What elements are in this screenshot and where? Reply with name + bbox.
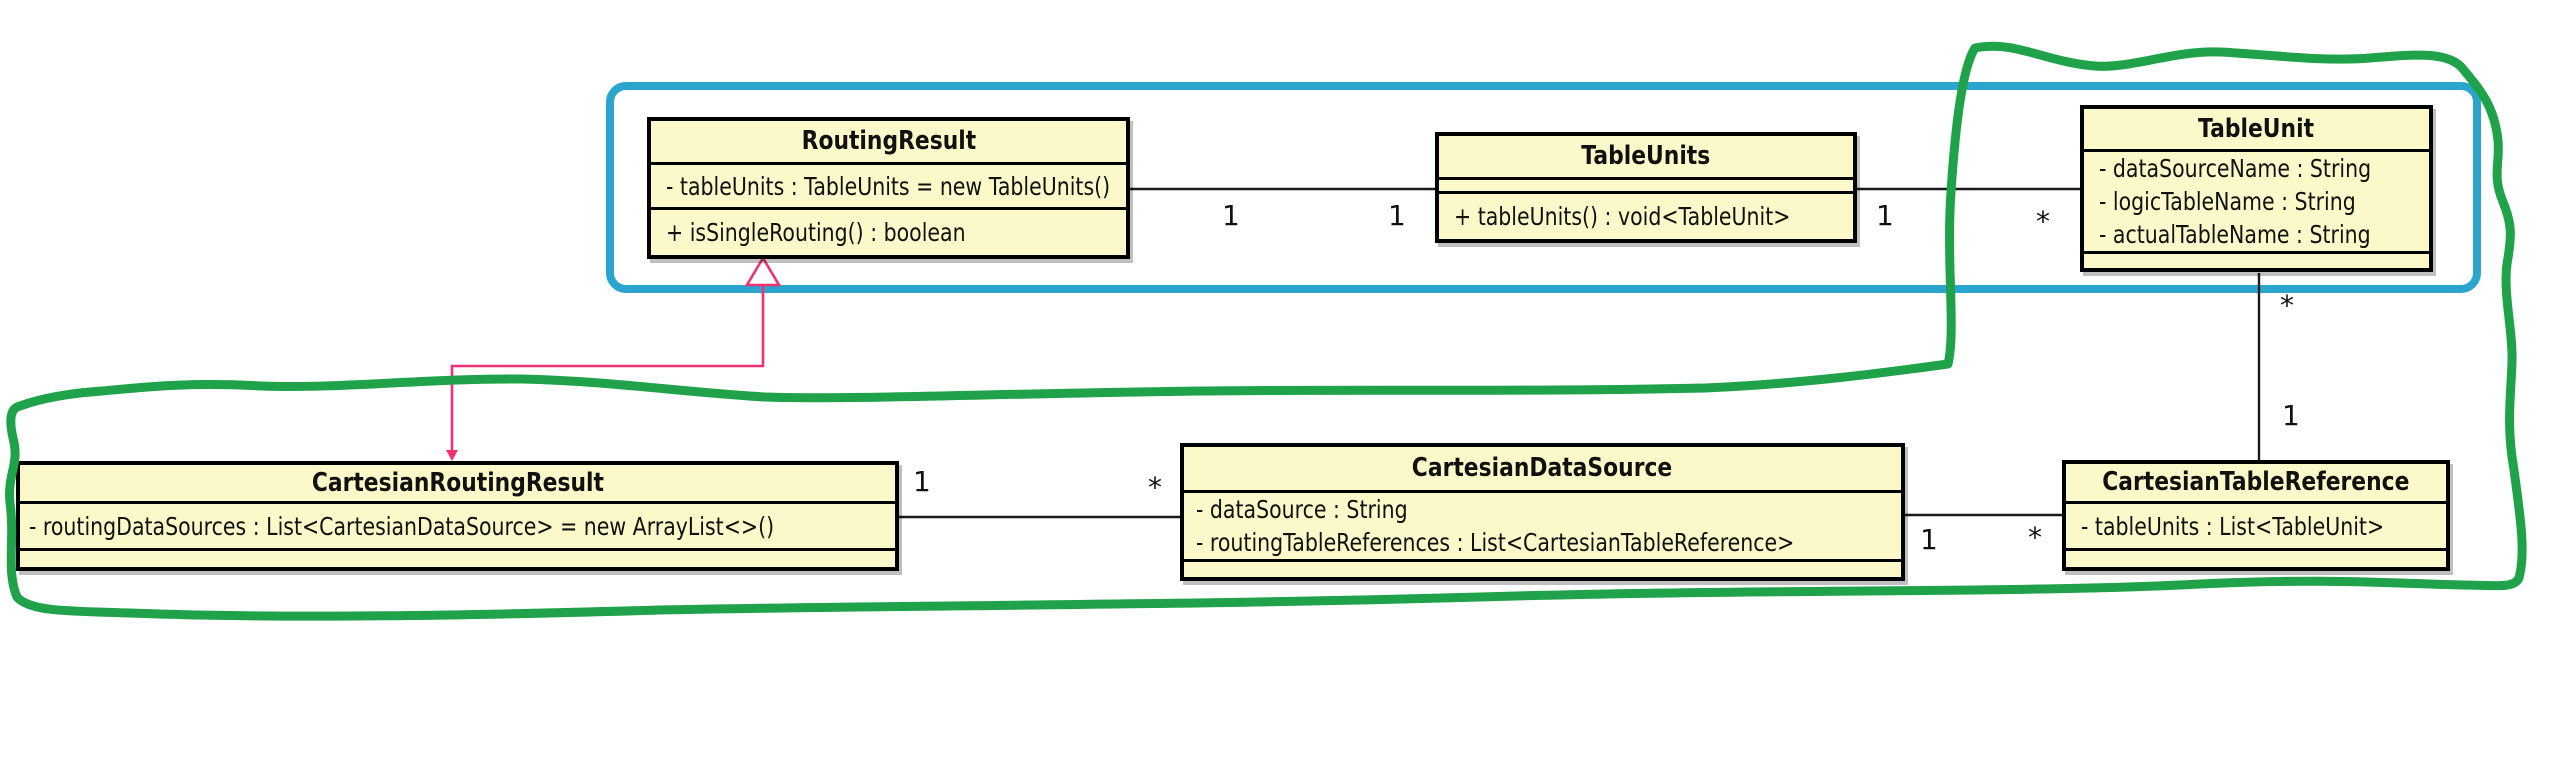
multiplicity-label: * <box>2280 289 2294 322</box>
class-title: CartesianRoutingResult <box>20 465 895 504</box>
class-tableunit[interactable]: TableUnit - dataSourceName : String - lo… <box>2080 105 2433 272</box>
attributes-compartment: - tableUnits : TableUnits = new TableUni… <box>651 165 1126 210</box>
multiplicity-label: 1 <box>1388 199 1406 232</box>
class-title: CartesianDataSource <box>1184 447 1901 493</box>
methods-compartment-empty <box>2066 551 2446 567</box>
attribute-line: - routingTableReferences : List<Cartesia… <box>1196 528 1795 557</box>
attributes-compartment: - routingDataSources : List<CartesianDat… <box>20 504 895 551</box>
multiplicity-label: 1 <box>1920 523 1938 556</box>
class-cartesiantablereference[interactable]: CartesianTableReference - tableUnits : L… <box>2062 460 2450 571</box>
methods-compartment: + tableUnits() : void<TableUnit> <box>1439 194 1853 239</box>
class-title: TableUnit <box>2084 109 2429 152</box>
multiplicity-label: * <box>1148 471 1162 504</box>
multiplicity-label: 1 <box>1876 199 1894 232</box>
class-cartesianroutingresult[interactable]: CartesianRoutingResult - routingDataSour… <box>16 461 899 571</box>
methods-compartment: + isSingleRouting() : boolean <box>651 210 1126 255</box>
multiplicity-label: 1 <box>1222 199 1240 232</box>
methods-compartment-empty <box>1184 562 1901 577</box>
attributes-compartment: - dataSource : String - routingTableRefe… <box>1184 493 1901 562</box>
attribute-line: - dataSourceName : String <box>2099 154 2372 183</box>
attributes-compartment-empty <box>1439 180 1853 194</box>
multiplicity-label: * <box>2036 205 2050 238</box>
multiplicity-label: * <box>2028 521 2042 554</box>
class-routingresult[interactable]: RoutingResult - tableUnits : TableUnits … <box>647 117 1130 259</box>
multiplicity-label: 1 <box>913 465 931 498</box>
attributes-compartment: - tableUnits : List<TableUnit> <box>2066 504 2446 551</box>
attribute-line: - routingDataSources : List<CartesianDat… <box>29 511 775 541</box>
attribute-line: - tableUnits : TableUnits = new TableUni… <box>666 171 1111 201</box>
class-cartesiandatasource[interactable]: CartesianDataSource - dataSource : Strin… <box>1180 443 1905 581</box>
class-title: RoutingResult <box>651 121 1126 165</box>
method-line: + isSingleRouting() : boolean <box>666 218 966 247</box>
attribute-line: - logicTableName : String <box>2099 187 2356 216</box>
attribute-line: - dataSource : String <box>1196 495 1408 524</box>
class-tableunits[interactable]: TableUnits + tableUnits() : void<TableUn… <box>1435 132 1857 243</box>
methods-compartment-empty <box>2084 254 2429 268</box>
methods-compartment-empty <box>20 551 895 567</box>
class-title: CartesianTableReference <box>2066 464 2446 504</box>
attributes-compartment: - dataSourceName : String - logicTableNa… <box>2084 152 2429 254</box>
attribute-line: - actualTableName : String <box>2099 220 2371 249</box>
multiplicity-label: 1 <box>2282 399 2300 432</box>
method-line: + tableUnits() : void<TableUnit> <box>1454 202 1791 231</box>
class-title: TableUnits <box>1439 136 1853 180</box>
attribute-line: - tableUnits : List<TableUnit> <box>2081 511 2385 541</box>
